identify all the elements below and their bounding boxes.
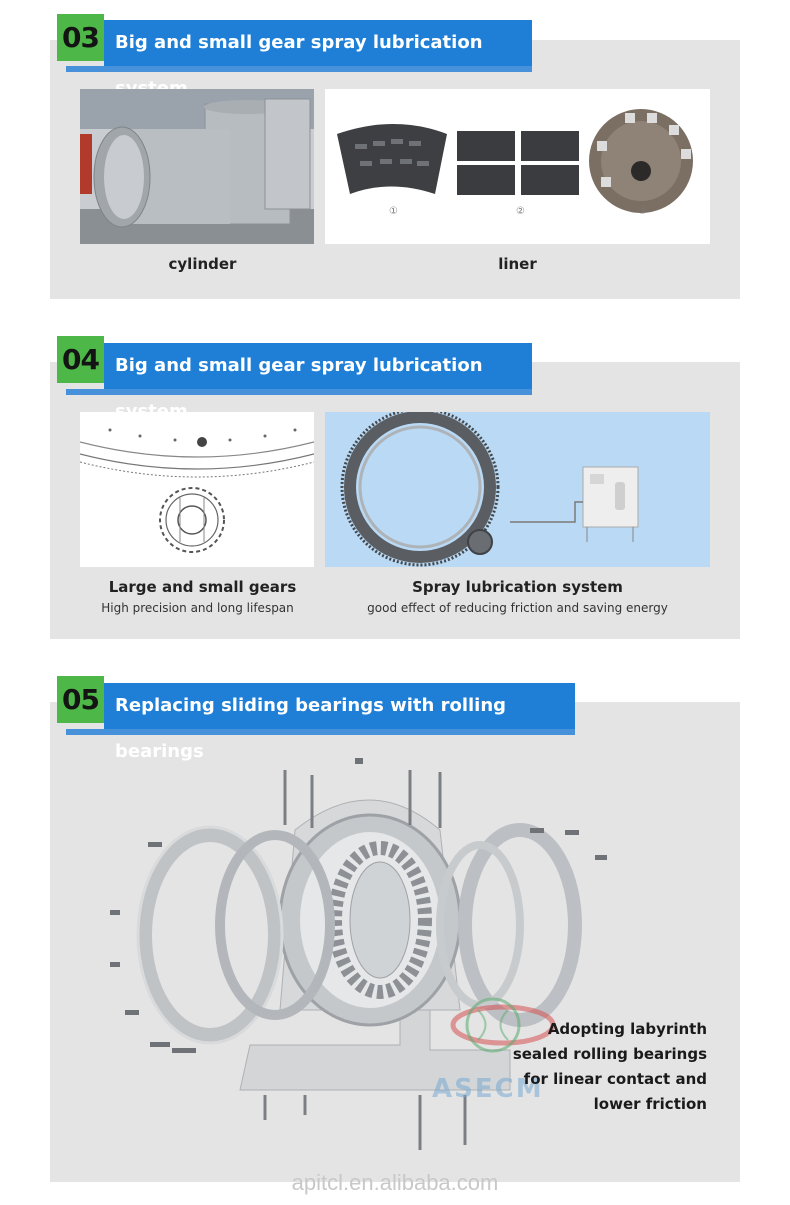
liner-marker-3: ③ — [638, 206, 647, 217]
annotation-line-2: sealed rolling bearings — [512, 1045, 707, 1063]
cylinder-caption: cylinder — [168, 255, 237, 273]
spray-caption: Spray lubrication system — [412, 578, 623, 596]
asecm-logo-emblem — [450, 997, 556, 1053]
gears-caption: Large and small gears — [108, 578, 297, 596]
spray-subcaption: good effect of reducing friction and sav… — [367, 601, 668, 615]
section-04-title: Big and small gear spray lubrication sys… — [66, 343, 532, 422]
cylinder-image — [80, 89, 314, 244]
liner-marker-1: ① — [389, 206, 398, 217]
annotation-line-4: lower friction — [593, 1095, 707, 1113]
section-04-number: 04 — [57, 336, 104, 383]
liner-caption: liner — [498, 255, 537, 273]
section-03-title: Big and small gear spray lubrication sys… — [66, 20, 532, 99]
footer-watermark: apitcl.en.alibaba.com — [291, 1170, 499, 1195]
gears-drawing — [80, 412, 314, 567]
gears-subcaption: High precision and long lifespan — [101, 601, 294, 615]
annotation-line-3: for linear contact and — [523, 1070, 707, 1088]
section-05-title: Replacing sliding bearings with rolling … — [66, 683, 575, 762]
section-03-number: 03 — [57, 14, 104, 61]
liner-marker-2: ② — [516, 206, 525, 217]
section-05-number: 05 — [57, 676, 104, 723]
bearing-annotation: Adopting labyrinth sealed rolling bearin… — [513, 1017, 707, 1117]
liner-image: ① ② ③ — [325, 89, 710, 244]
annotation-line-1: Adopting labyrinth — [547, 1020, 707, 1038]
spray-lubrication-image — [325, 412, 710, 567]
bearing-exploded-view — [100, 750, 620, 1160]
asecm-logo-text: ASECM — [432, 1074, 544, 1104]
